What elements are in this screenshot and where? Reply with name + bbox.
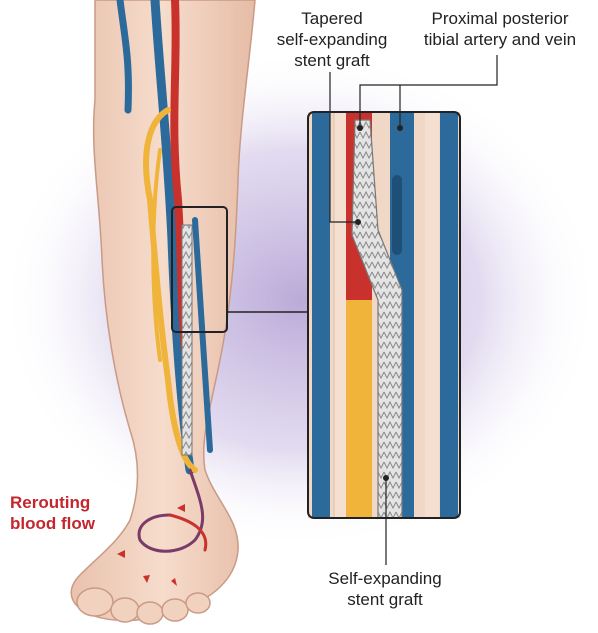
label-line: blood flow: [10, 513, 95, 534]
label-line: Proximal posterior: [410, 8, 590, 29]
label-self-expanding-stent: Self-expanding stent graft: [310, 568, 460, 610]
label-line: self-expanding: [272, 29, 392, 50]
label-line: stent graft: [272, 50, 392, 71]
label-line: Tapered: [272, 8, 392, 29]
label-proximal-vessels: Proximal posterior tibial artery and vei…: [410, 8, 590, 50]
label-tapered-stent: Tapered self-expanding stent graft: [272, 8, 392, 71]
label-line: Rerouting: [10, 492, 95, 513]
label-line: stent graft: [310, 589, 460, 610]
label-rerouting-blood-flow: Rerouting blood flow: [10, 492, 95, 534]
background-glow: [0, 50, 598, 550]
label-line: Self-expanding: [310, 568, 460, 589]
label-line: tibial artery and vein: [410, 29, 590, 50]
leg-stent: [182, 225, 192, 455]
inset-panel: [308, 112, 460, 518]
